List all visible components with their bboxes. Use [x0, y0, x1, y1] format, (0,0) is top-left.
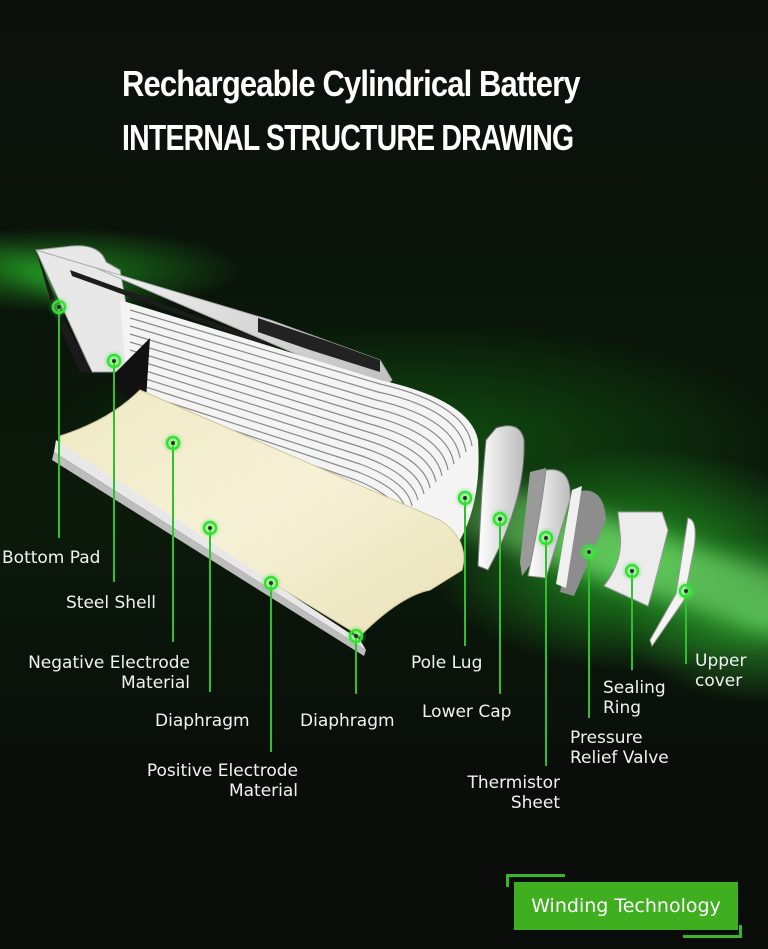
label-thermistor-sheet-line1: Thermistor — [467, 773, 560, 793]
label-positive-electrode-line2: Material — [228, 781, 298, 801]
label-bottom-pad: Bottom Pad — [2, 548, 101, 568]
target-dot-icon — [675, 580, 697, 602]
target-dot-icon — [489, 508, 511, 530]
label-thermistor-sheet-line2: Sheet — [510, 793, 560, 813]
target-dot-icon — [199, 517, 221, 539]
label-steel-shell: Steel Shell — [66, 593, 156, 613]
target-dot-icon — [103, 350, 125, 372]
target-dot-icon — [454, 487, 476, 509]
label-positive-electrode: Positive Electrode Material — [136, 761, 298, 801]
winding-roll-part — [108, 300, 479, 560]
page-title: Rechargeable Cylindrical Battery — [122, 63, 581, 104]
steel-shell-part — [35, 249, 393, 391]
badge-label: Winding Technology — [514, 882, 738, 930]
label-thermistor-sheet: Thermistor Sheet — [458, 773, 560, 813]
lower-cap-part — [477, 425, 525, 571]
label-upper-cover-line1: Upper — [695, 651, 747, 671]
label-lower-cap: Lower Cap — [422, 702, 512, 722]
label-diaphragm-1: Diaphragm — [155, 711, 250, 731]
target-dot-icon — [48, 296, 70, 318]
badge-corner-top-left — [506, 874, 565, 887]
target-dot-icon — [535, 527, 557, 549]
label-negative-electrode-line2: Material — [120, 673, 190, 693]
target-dot-icon — [578, 541, 600, 563]
label-pressure-relief-valve-line2: Relief Valve — [570, 748, 669, 768]
target-dot-icon — [260, 572, 282, 594]
badge-corner-bottom-right — [683, 925, 742, 938]
label-sealing-ring: Sealing Ring — [603, 678, 666, 718]
label-sealing-ring-line1: Sealing — [603, 678, 666, 698]
label-negative-electrode: Negative Electrode Material — [16, 653, 190, 693]
upper-cover-part — [649, 517, 696, 648]
target-dot-icon — [345, 625, 367, 647]
label-pressure-relief-valve: Pressure Relief Valve — [570, 728, 669, 768]
thermistor-sheet-part — [520, 468, 571, 579]
callout-lines — [58, 307, 687, 766]
target-dot-icon — [162, 432, 184, 454]
label-upper-cover-line2: cover — [695, 671, 743, 691]
label-positive-electrode-line1: Positive Electrode — [146, 761, 298, 781]
label-diaphragm-2: Diaphragm — [300, 711, 395, 731]
target-dot-icon — [621, 560, 643, 582]
sealing-ring-part — [603, 511, 669, 607]
winding-technology-badge: Winding Technology — [506, 874, 742, 938]
label-sealing-ring-line2: Ring — [603, 698, 642, 718]
label-upper-cover: Upper cover — [695, 651, 746, 691]
label-pole-lug: Pole Lug — [411, 653, 483, 673]
label-negative-electrode-line1: Negative Electrode — [28, 653, 190, 673]
label-pressure-relief-valve-line1: Pressure — [570, 728, 643, 748]
page-subtitle: INTERNAL STRUCTURE DRAWING — [122, 117, 574, 158]
